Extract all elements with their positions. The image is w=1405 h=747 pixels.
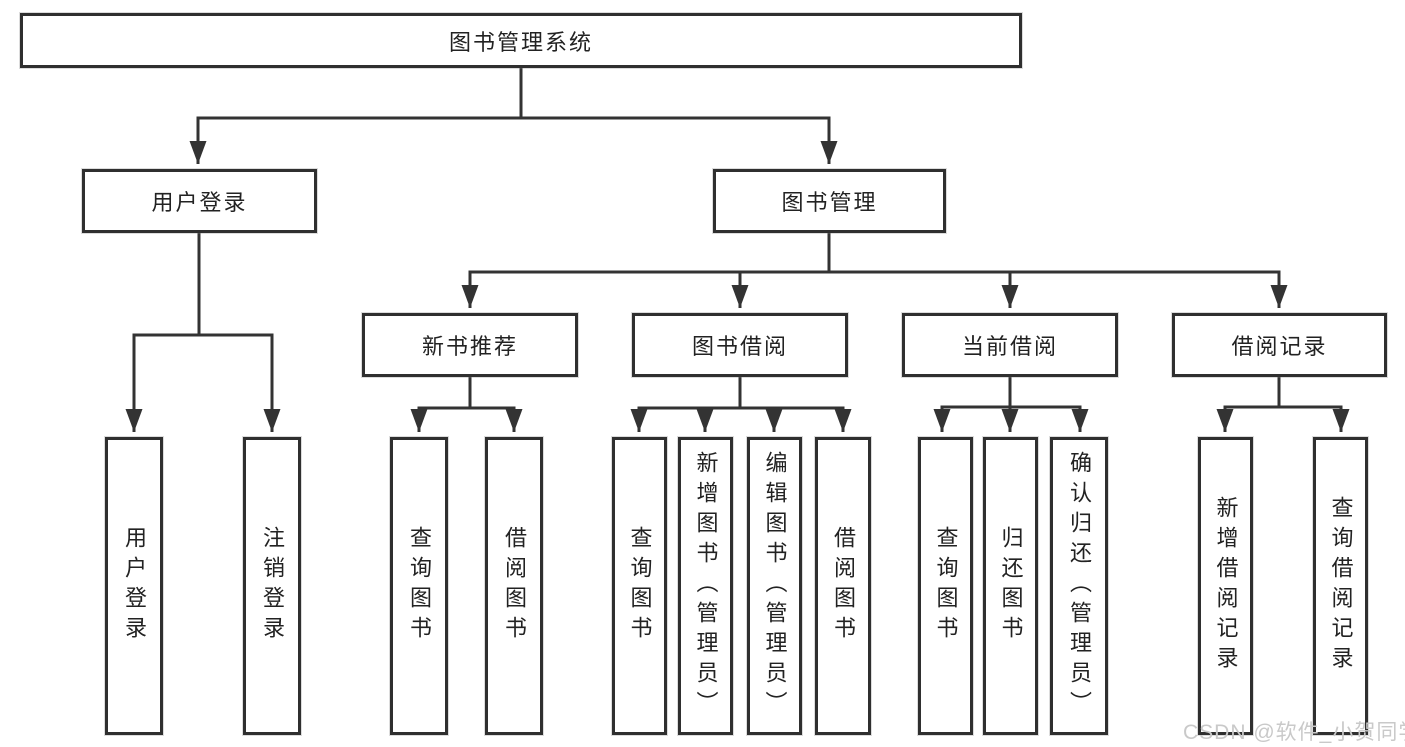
node-label: 借阅记录: [1231, 334, 1328, 359]
node-logout: 注销登录: [243, 437, 301, 735]
node-label: 图书借阅: [691, 334, 788, 359]
node-query-borrow-record: 查询借阅记录: [1313, 437, 1368, 735]
node-label: 注销登录: [260, 526, 285, 646]
node-add-book-admin: 新增图书（管理员）: [678, 437, 733, 735]
node-query-books-borrow: 查询图书: [612, 437, 667, 735]
node-borrow-books-leaf: 借阅图书: [815, 437, 871, 735]
node-label: 借阅图书: [502, 526, 527, 646]
node-label: 用户登录: [151, 190, 248, 215]
node-new-book-recommend: 新书推荐: [362, 313, 578, 377]
node-label: 当前借阅: [961, 334, 1058, 359]
connector-lines: [132, 68, 1343, 410]
node-label: 新增借阅记录: [1213, 496, 1239, 676]
node-book-management: 图书管理: [713, 169, 946, 233]
node-label: 新书推荐: [421, 334, 518, 359]
node-library-system: 图书管理系统: [20, 13, 1022, 68]
node-label: 归还图书: [998, 526, 1024, 646]
node-current-borrow: 当前借阅: [902, 313, 1118, 377]
node-label: 查询图书: [933, 526, 959, 646]
node-label: 查询借阅记录: [1328, 496, 1354, 676]
node-label: 借阅图书: [831, 526, 856, 646]
node-borrow-records: 借阅记录: [1172, 313, 1387, 377]
node-label: 图书管理系统: [448, 29, 593, 55]
node-label: 编辑图书（管理员）: [762, 451, 788, 721]
node-label: 查询图书: [627, 526, 653, 646]
node-label: 确认归还（管理员）: [1067, 451, 1092, 721]
node-label: 图书管理: [781, 190, 878, 215]
watermark-text: CSDN @软件_小贺同学: [1183, 721, 1405, 744]
node-label: 查询图书: [407, 526, 432, 646]
node-add-borrow-record: 新增借阅记录: [1198, 437, 1253, 735]
node-user-login-leaf: 用户登录: [105, 437, 163, 735]
node-user-login: 用户登录: [82, 169, 317, 233]
node-label: 新增图书（管理员）: [693, 451, 719, 721]
node-query-books-current: 查询图书: [918, 437, 973, 735]
node-borrow-books-recommend: 借阅图书: [485, 437, 543, 735]
node-query-books-recommend: 查询图书: [390, 437, 448, 735]
connector-arrows: [125, 118, 1350, 432]
node-label: 用户登录: [122, 526, 147, 646]
node-confirm-return-admin: 确认归还（管理员）: [1050, 437, 1108, 735]
node-book-borrow: 图书借阅: [632, 313, 848, 377]
node-edit-book-admin: 编辑图书（管理员）: [747, 437, 802, 735]
node-return-book: 归还图书: [983, 437, 1038, 735]
